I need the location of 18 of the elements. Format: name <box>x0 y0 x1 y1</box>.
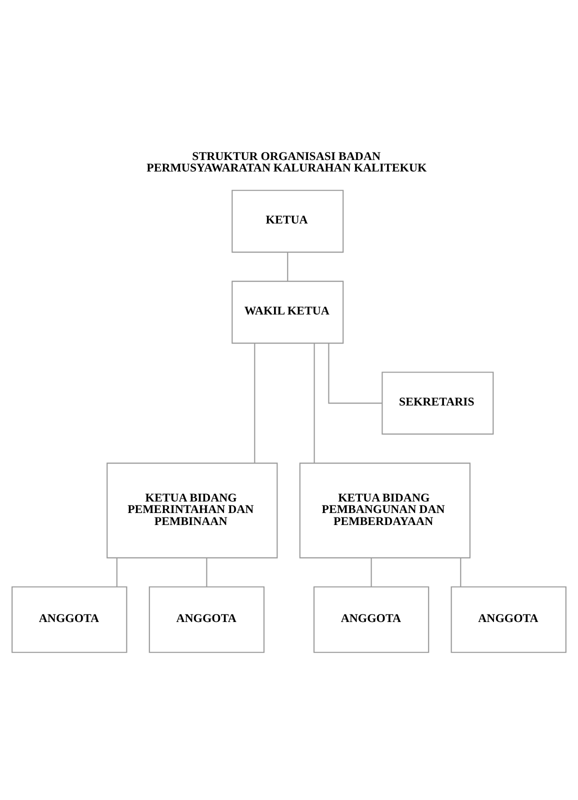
connector <box>328 343 382 404</box>
connector <box>287 252 288 282</box>
node-box: SEKRETARIS <box>382 372 494 435</box>
connector <box>314 343 315 464</box>
node-box: ANGGOTA <box>148 586 265 653</box>
node-box: KETUA BIDANG PEMBANGUNAN DAN PEMBERDAYAAN <box>299 462 471 558</box>
node-box: KETUA BIDANG PEMERINTAHAN DAN PEMBINAAN <box>106 462 278 558</box>
connector <box>116 558 118 587</box>
connector <box>206 558 208 587</box>
node-box: ANGGOTA <box>12 586 128 653</box>
diagram-title: STRUKTUR ORGANISASI BADAN PERMUSYAWARATAN KALURAHAN KALITEKUK <box>146 148 427 175</box>
connector <box>370 558 372 587</box>
connector <box>460 558 462 587</box>
node-box: ANGGOTA <box>313 586 430 653</box>
node-box: ANGGOTA <box>450 586 566 653</box>
connector <box>254 343 256 464</box>
node-box: KETUA <box>232 190 344 253</box>
node-box: WAKIL KETUA <box>232 280 344 344</box>
